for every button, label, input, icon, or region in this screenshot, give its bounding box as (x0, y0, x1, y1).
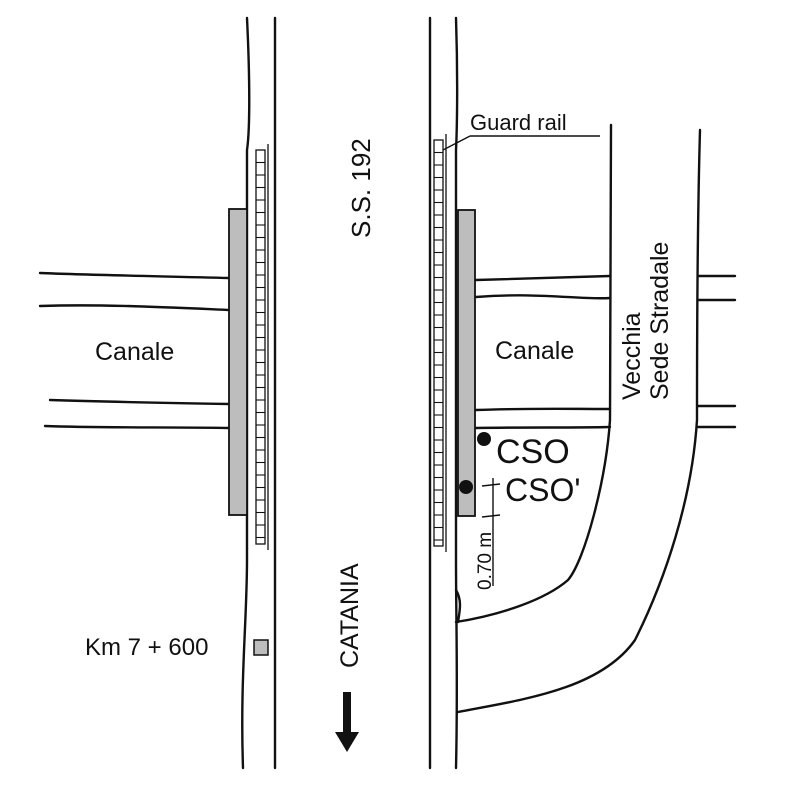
right-canal-top-line-2 (474, 294, 612, 300)
arrow-down-icon (335, 692, 359, 752)
guard-rail-callout: Guard rail (442, 110, 600, 151)
old-road-label: Vecchia Sede Stradale (618, 242, 674, 400)
road-right-outer-edge (454, 16, 459, 770)
cso-dot-icon (477, 432, 491, 446)
old-road (454, 123, 702, 714)
cso-sensor: CSO (477, 432, 570, 471)
dimension-tick-top (481, 483, 501, 487)
old-road-left-edge (454, 123, 613, 624)
right-canal-bottom-line-2 (474, 425, 612, 430)
old-road-label-line2: Sede Stradale (646, 242, 674, 400)
road-left-outer-edge (241, 16, 251, 770)
old-road-inner-boundary (454, 588, 462, 624)
left-road-edges (241, 16, 277, 770)
left-canal-bottom-line-2 (43, 424, 232, 430)
old-road-right-edge (456, 128, 702, 714)
canal-left-label: Canale (95, 338, 174, 366)
left-canal-top-line-1 (38, 271, 232, 280)
right-canal-bottom-line-1 (474, 407, 612, 412)
direction-indicator: CATANIA (335, 563, 364, 752)
cso-label: CSO (496, 433, 570, 471)
cso-prime-dot-icon (459, 480, 473, 494)
dimension-tick-bottom (481, 514, 501, 518)
cso-prime-sensor: CSO' (459, 472, 580, 508)
right-road-edges (428, 16, 459, 770)
km-marker: Km 7 + 600 (85, 634, 269, 661)
left-bridge-deck (228, 208, 248, 516)
square-marker-icon (253, 639, 269, 656)
road-name-label: S.S. 192 (346, 138, 376, 238)
guard-rail-leader (442, 135, 471, 151)
left-canal-top-line-2 (38, 304, 232, 312)
left-canal-bottom-line-1 (48, 398, 232, 406)
guard-rail-outline (433, 139, 444, 547)
distance-dimension: 0.70 m (475, 478, 501, 590)
left-canal (38, 271, 232, 430)
direction-label: CATANIA (336, 563, 364, 668)
guard-rail-outline (255, 149, 266, 545)
right-bridge-deck (457, 209, 476, 517)
distance-label: 0.70 m (475, 532, 496, 590)
canal-right-label: Canale (495, 337, 574, 365)
left-guard-rail (255, 144, 269, 550)
right-canal-top-line-1 (474, 274, 612, 282)
right-guard-rail (433, 134, 447, 552)
km-marker-label: Km 7 + 600 (85, 634, 208, 661)
guard-rail-label: Guard rail (470, 110, 567, 135)
cso-prime-label: CSO' (505, 472, 580, 508)
old-road-label-line1: Vecchia (618, 312, 646, 400)
right-canal (474, 274, 737, 430)
